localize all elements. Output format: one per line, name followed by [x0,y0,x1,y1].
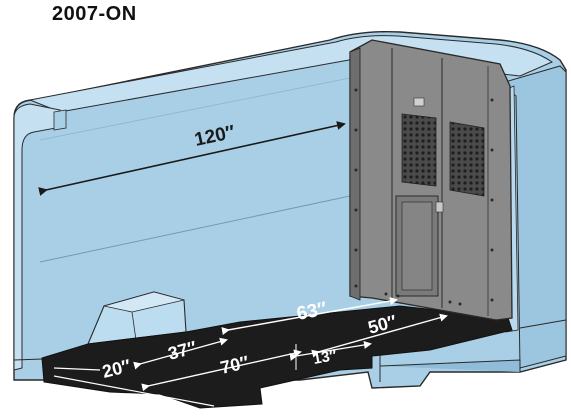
dim-label-13: 13″ [312,347,338,368]
partition-wall [349,39,513,321]
wheel-well [87,291,187,345]
model-year-label: 2007-ON [52,3,137,25]
dimension-lines [38,121,448,407]
